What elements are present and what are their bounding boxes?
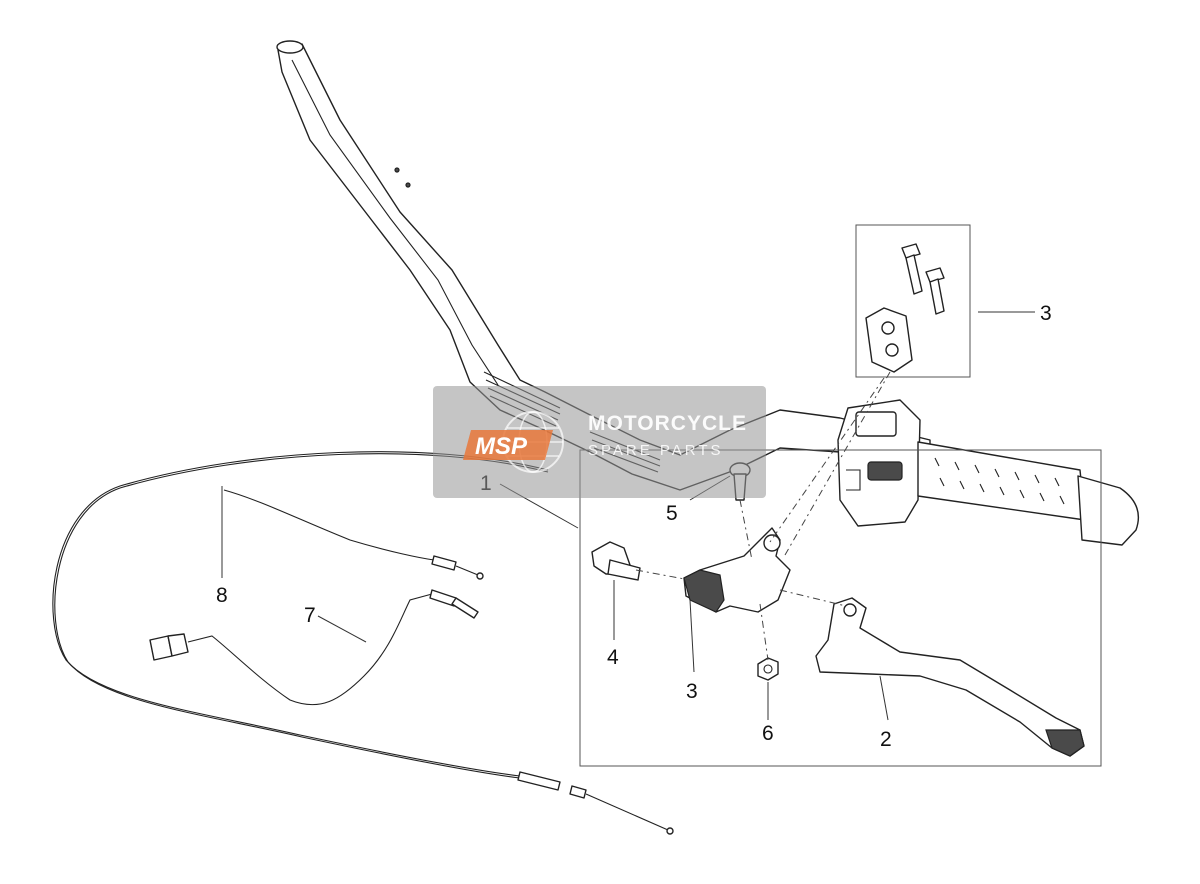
lever-assembly-box [579, 449, 1102, 767]
clamp-screws [901, 243, 945, 315]
assembly-lines [635, 371, 891, 661]
lever-bracket [683, 527, 791, 613]
msp-logo-icon: MSP [463, 411, 564, 473]
clutch-switch-wire [149, 589, 479, 706]
callouts: 1 2 3 3 4 5 6 7 8 [216, 302, 1052, 751]
wm-logo-text: MSP [475, 433, 528, 460]
callout-4: 4 [607, 646, 619, 669]
leader-lines [221, 311, 1035, 721]
clamp-kit-box [855, 224, 971, 378]
upper-clamp [865, 307, 913, 373]
switch-housing [837, 399, 921, 527]
callout-7: 7 [304, 604, 316, 627]
callout-6: 6 [762, 722, 774, 745]
callout-3-bracket: 3 [686, 680, 698, 703]
watermark-subtitle: SPARE PARTS [588, 442, 724, 459]
clutch-lever [815, 597, 1085, 757]
watermark: MSP MOTORCYCLE SPARE PARTS [433, 386, 766, 498]
handlebar-grip [917, 441, 1140, 546]
callout-3-clamp: 3 [1040, 302, 1052, 325]
callout-5: 5 [666, 502, 678, 525]
callout-2: 2 [880, 728, 892, 751]
cable-adjuster [591, 541, 641, 581]
lock-nut [757, 657, 779, 681]
callout-8: 8 [216, 584, 228, 607]
clutch-cable [52, 451, 674, 835]
watermark-title: MOTORCYCLE [588, 412, 747, 435]
